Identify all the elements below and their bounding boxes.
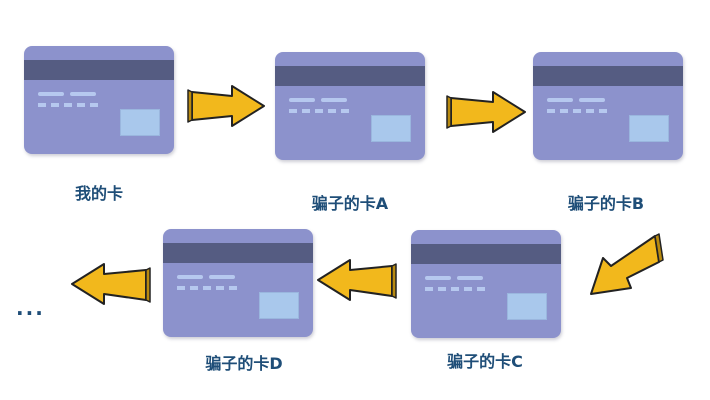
card-scammer-d (163, 229, 313, 337)
card-text-line (289, 98, 315, 102)
ellipsis: ... (16, 296, 45, 320)
card-scammer-c (411, 230, 561, 338)
card-number-dashes (177, 286, 237, 290)
card-scammer-a (275, 52, 425, 160)
card-text-line (579, 98, 605, 102)
arrow-right-icon (187, 85, 265, 127)
card-chip (120, 109, 160, 136)
card-number-dashes (289, 109, 349, 113)
magnetic-stripe (163, 243, 313, 263)
card-number-dashes (547, 109, 607, 113)
card-number-dashes (38, 103, 98, 107)
magnetic-stripe (24, 60, 174, 80)
magnetic-stripe (411, 244, 561, 264)
card-chip (259, 292, 299, 319)
magnetic-stripe (275, 66, 425, 86)
arrow-left-icon (317, 259, 397, 301)
card-label-my-card: 我的卡 (74, 184, 124, 203)
card-chip (371, 115, 411, 142)
card-text-line (321, 98, 347, 102)
card-text-line (38, 92, 64, 96)
card-label-scammer-a: 骗子的卡A (311, 194, 389, 213)
arrow-right-icon (446, 91, 526, 133)
card-my-card (24, 46, 174, 154)
magnetic-stripe (533, 66, 683, 86)
card-label-scammer-c: 骗子的卡C (447, 352, 523, 371)
card-text-line (457, 276, 483, 280)
card-label-scammer-d: 骗子的卡D (205, 354, 283, 373)
card-text-line (70, 92, 96, 96)
card-text-line (425, 276, 451, 280)
card-chip (629, 115, 669, 142)
card-chip (507, 293, 547, 320)
card-text-line (547, 98, 573, 102)
card-text-line (209, 275, 235, 279)
arrow-down-left-icon (590, 233, 664, 295)
card-number-dashes (425, 287, 485, 291)
arrow-left-icon (71, 263, 151, 305)
card-text-line (177, 275, 203, 279)
card-label-scammer-b: 骗子的卡B (567, 194, 645, 213)
card-scammer-b (533, 52, 683, 160)
